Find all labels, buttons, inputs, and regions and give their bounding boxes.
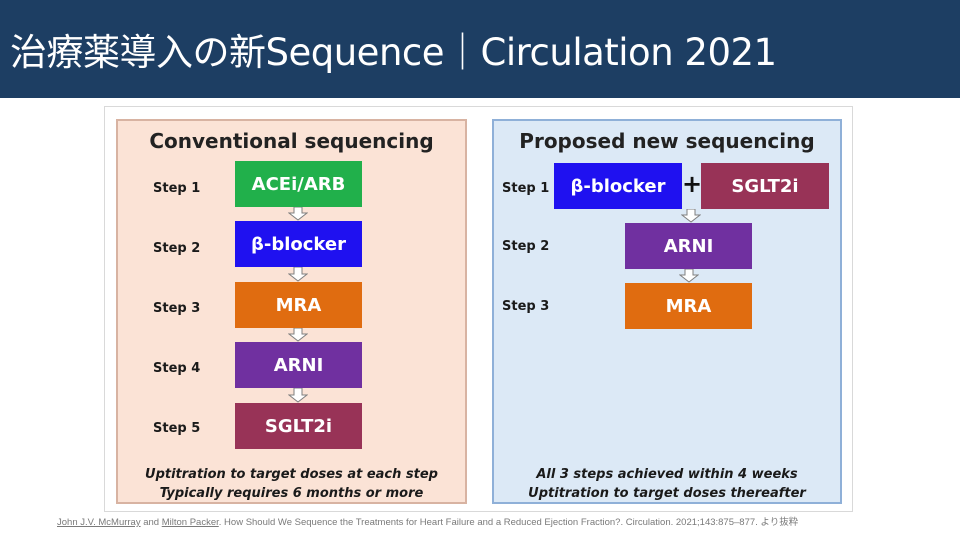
left-step-2-drug: β-blocker <box>235 221 362 267</box>
down-arrow-icon <box>288 267 308 282</box>
down-arrow-icon <box>679 269 699 283</box>
left-step-4-label: Step 4 <box>153 361 201 376</box>
left-step-2-label: Step 2 <box>153 241 201 256</box>
left-step-3-label: Step 3 <box>153 301 201 316</box>
author-link-packer[interactable]: Milton Packer <box>161 517 219 528</box>
conventional-note-2: Typically requires 6 months or more <box>159 486 424 501</box>
down-arrow-icon <box>288 388 308 403</box>
proposed-note-2: Uptitration to target doses thereafter <box>528 486 806 501</box>
slide-title: 治療薬導入の新Sequence｜Circulation 2021 <box>10 31 777 74</box>
left-step-5-label: Step 5 <box>153 421 201 436</box>
right-step-2-label: Step 2 <box>502 239 550 254</box>
left-step-4-drug: ARNI <box>235 342 362 388</box>
left-step-1-label: Step 1 <box>153 181 201 196</box>
right-step-1-drug-a: β-blocker <box>554 163 682 209</box>
right-step-3-drug: MRA <box>625 283 752 329</box>
proposed-panel: Proposed new sequencing Step 1 β-blocker… <box>492 119 842 504</box>
left-step-5-drug: SGLT2i <box>235 403 362 449</box>
right-step-2-drug: ARNI <box>625 223 752 269</box>
proposed-note-1: All 3 steps achieved within 4 weeks <box>536 467 798 482</box>
conventional-note-1: Uptitration to target doses at each step <box>145 467 438 482</box>
conventional-panel: Conventional sequencing Step 1 ACEi/ARB … <box>116 119 467 504</box>
right-step-1-drug-b: SGLT2i <box>701 163 829 209</box>
left-step-3-drug: MRA <box>235 282 362 328</box>
author-link-mcmurray[interactable]: John J.V. McMurray <box>57 517 141 528</box>
citation-text: . How Should We Sequence the Treatments … <box>218 517 799 528</box>
right-step-1-label: Step 1 <box>502 181 550 196</box>
conventional-title: Conventional sequencing <box>149 129 434 153</box>
right-step-3-label: Step 3 <box>502 299 550 314</box>
plus-sign: + <box>682 170 703 198</box>
left-step-1-drug: ACEi/ARB <box>235 161 362 207</box>
citation-and: and <box>140 517 162 528</box>
title-bar: 治療薬導入の新Sequence｜Circulation 2021 <box>0 0 960 98</box>
citation: John J.V. McMurray and Milton Packer. Ho… <box>57 514 798 528</box>
sequencing-figure: Conventional sequencing Step 1 ACEi/ARB … <box>104 106 853 512</box>
down-arrow-icon <box>288 328 308 342</box>
down-arrow-icon <box>288 207 308 221</box>
down-arrow-icon <box>681 209 701 223</box>
proposed-title: Proposed new sequencing <box>519 129 815 153</box>
